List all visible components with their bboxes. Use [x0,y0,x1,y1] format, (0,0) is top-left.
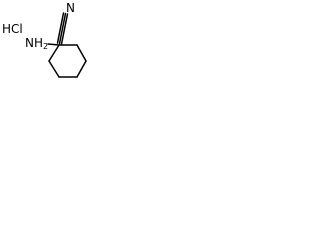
nitrile-bond [58,12,67,45]
amine-main-text: NH [25,36,43,50]
amine-bond [47,43,60,46]
ring-bond [48,60,60,78]
molecule-drawing: N HCl NH2 [2,1,87,78]
chemical-structure-canvas: N HCl NH2 [0,0,95,82]
amine-label: NH2 [25,36,48,51]
nitrile-bond [56,12,65,44]
nitrile-nitrogen-label: N [66,1,75,15]
nitrile-bond [60,13,69,45]
ring-bond [76,60,87,78]
ring-bond [76,44,87,62]
amine-subscript: 2 [43,42,48,51]
ring-bond [48,44,60,62]
hydrochloride-label: HCl [2,22,23,36]
